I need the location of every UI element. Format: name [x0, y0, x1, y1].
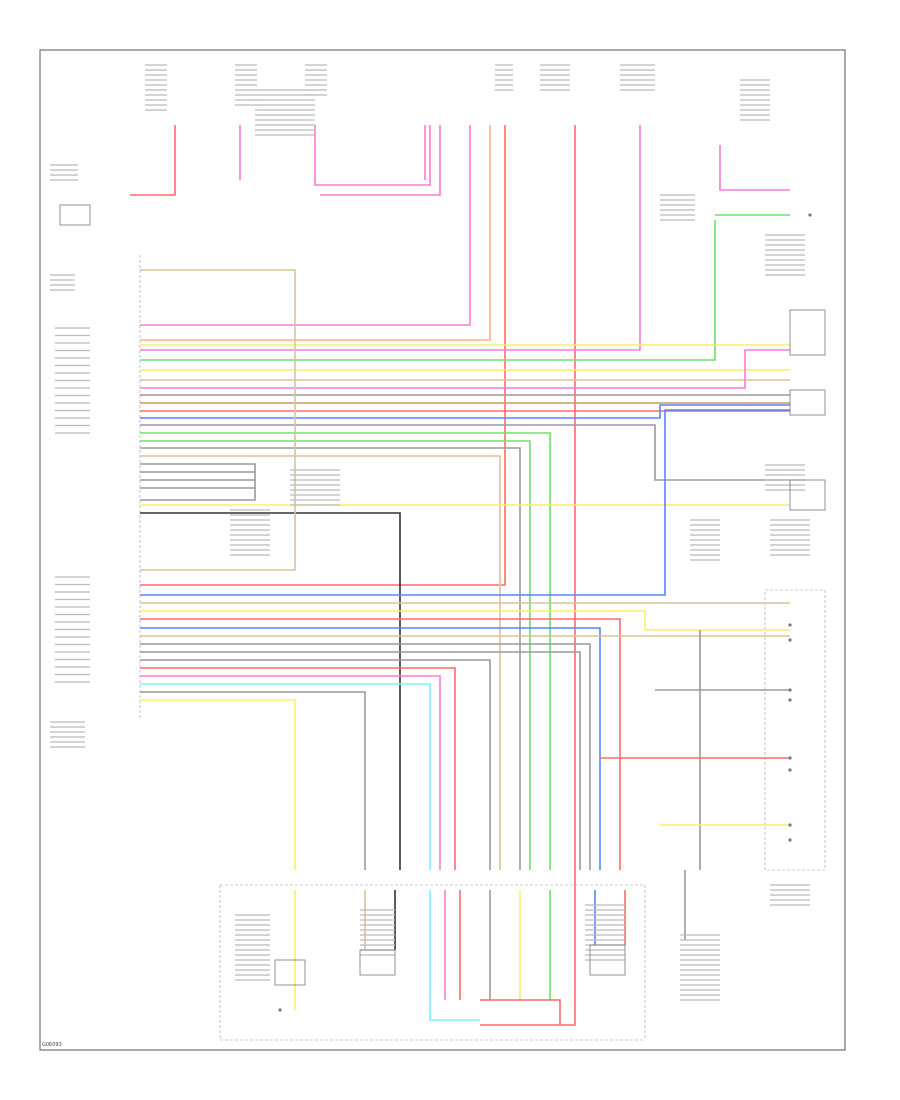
- stop-lamp-contact: [808, 213, 812, 217]
- wire-red-4: [140, 667, 456, 870]
- wire-red-fuse: [130, 125, 176, 196]
- wire-gray-2: [140, 424, 790, 481]
- wire-gray-4: [140, 463, 256, 501]
- range-switch-contact: [788, 838, 792, 842]
- wire-gray-10: [140, 659, 491, 870]
- diagram-frame: [39, 49, 846, 1051]
- range-switch-contact: [788, 698, 792, 702]
- wire-blue-2: [140, 409, 790, 596]
- wire-yellow-4: [140, 610, 790, 631]
- wire-pink-battery: [140, 125, 471, 326]
- ground-point: [278, 1008, 282, 1012]
- wire-green-3: [140, 440, 531, 870]
- wire-green-brake: [140, 220, 716, 361]
- tcc-switch-box: [789, 389, 826, 416]
- range-switch-contact: [788, 756, 792, 760]
- wire-yellow-5: [140, 699, 296, 870]
- wire-blue-1: [140, 404, 790, 419]
- range-switch-contact: [788, 688, 792, 692]
- pressure-switch-box: [359, 949, 396, 976]
- wire-gray-8: [140, 643, 591, 870]
- wire-tan-3: [140, 269, 296, 571]
- wire-lightblue-trans: [429, 890, 480, 1021]
- wire-green-2: [140, 432, 551, 870]
- wire-pink-2: [140, 349, 790, 389]
- range-switch-contact: [788, 768, 792, 772]
- range-switch-contact: [788, 638, 792, 642]
- wire-gray-11: [140, 691, 366, 870]
- wire-gray-3: [140, 447, 521, 870]
- range-switch-contact: [788, 623, 792, 627]
- wire-black-1: [140, 512, 401, 870]
- wire-red-3: [140, 618, 621, 870]
- wire-red-ign-down: [480, 125, 576, 1026]
- wire-pink-stop: [719, 145, 790, 191]
- wire-tan-2: [140, 455, 501, 870]
- shift-solenoid-box: [274, 959, 306, 986]
- vss-connector-box: [789, 479, 826, 511]
- wire-lightblue-1: [140, 683, 431, 870]
- figure-id: G06093: [42, 1042, 62, 1048]
- wire-orange-battery: [140, 125, 491, 341]
- brake-switch-box: [789, 309, 826, 356]
- wire-pink-splice-c: [320, 125, 441, 196]
- components-group: [50, 64, 826, 1012]
- wires-group: [130, 125, 790, 1026]
- wire-pink-brake: [140, 125, 641, 351]
- range-switch-contact: [788, 823, 792, 827]
- ignition-relay-box: [59, 204, 91, 226]
- wire-pink-3: [140, 675, 441, 870]
- wire-gray-9: [140, 651, 581, 870]
- wire-red-trans-loop: [480, 999, 561, 1025]
- speed-sensor-box: [589, 944, 626, 976]
- wire-blue-3: [140, 627, 601, 870]
- wire-pink-splice: [314, 125, 431, 186]
- range-switch-box: [764, 589, 826, 871]
- wire-red-ign: [140, 125, 506, 586]
